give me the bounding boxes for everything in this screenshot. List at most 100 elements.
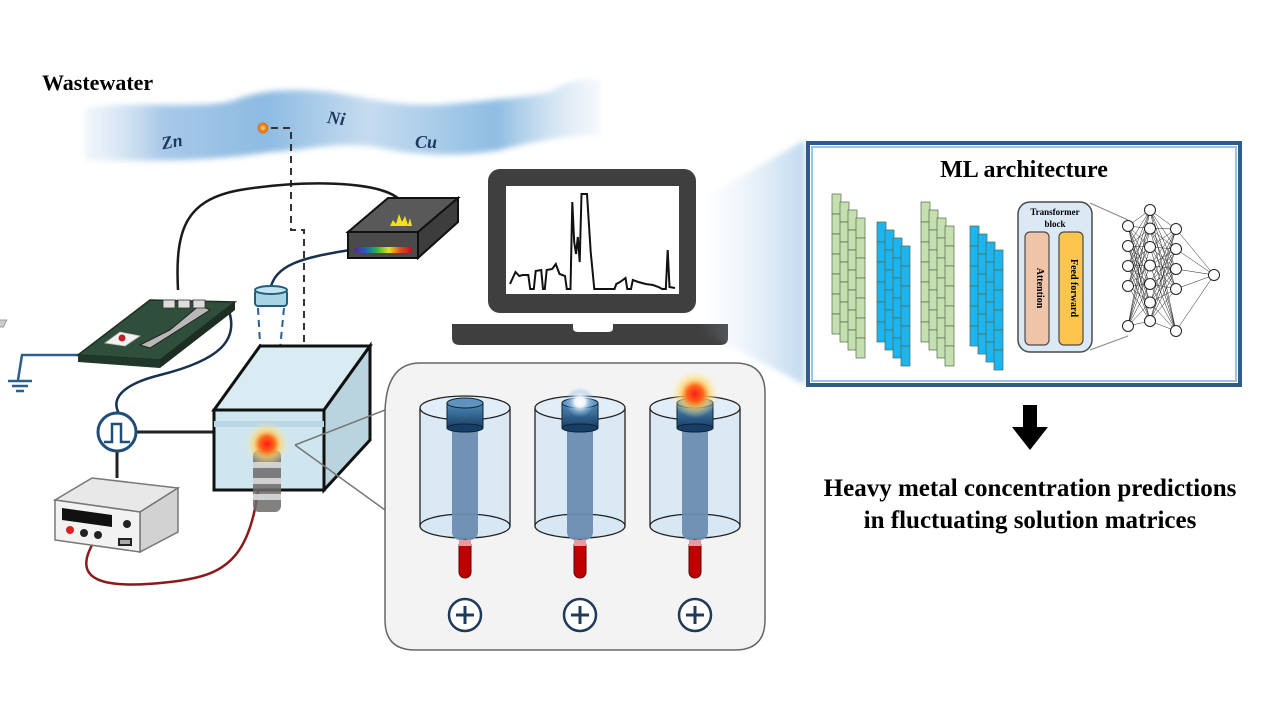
callout-line-top: [294, 409, 386, 446]
expand-line-top: [1089, 202, 1129, 221]
electrode-row: [419, 370, 741, 633]
expand-line-bottom: [1089, 335, 1129, 351]
nn-connection: [1149, 209, 1177, 270]
nn-connection: [1149, 246, 1177, 290]
feature-map-cell: [855, 217, 866, 239]
nn-node: [1122, 260, 1134, 272]
nn-connection: [1127, 209, 1151, 267]
nn-connection: [1149, 283, 1177, 332]
nn-connection: [1149, 268, 1177, 303]
nn-node: [1144, 241, 1156, 253]
down-arrow-icon: [1012, 405, 1048, 450]
feature-map-cell: [900, 305, 911, 327]
nn-node: [1170, 243, 1182, 255]
plasma-glow-icon: [245, 422, 289, 466]
nn-connection: [1127, 245, 1151, 322]
nn-connection: [1149, 228, 1177, 290]
laptop-base: [452, 324, 728, 345]
nn-connection: [1175, 228, 1215, 276]
nn-connection: [1149, 268, 1177, 322]
feature-map-cell: [855, 237, 866, 259]
nn-node: [1144, 278, 1156, 290]
positive-terminal-icon: [562, 597, 598, 633]
microcontroller-board: [0, 299, 238, 368]
callout-line-bottom: [294, 444, 386, 511]
ion-label-zn: Zn: [159, 130, 184, 154]
red-lead-wire: [85, 429, 264, 586]
feed-forward-label: Feed forward: [1068, 259, 1079, 317]
feature-map-cell: [993, 269, 1004, 291]
feature-map-cell: [900, 265, 911, 287]
feature-map-cell: [855, 317, 866, 339]
electrode-rod: [452, 410, 478, 540]
feature-map-cell: [900, 325, 911, 347]
feature-map-cell: [855, 257, 866, 279]
feature-map-cell: [993, 329, 1004, 351]
electrode-rod: [682, 410, 708, 540]
transformer-title-line1: Transformer: [1030, 207, 1079, 217]
transformer-block: Transformer block Attention Feed forward: [1017, 201, 1093, 353]
ml-panel-title: ML architecture: [940, 157, 1108, 183]
nn-connection: [1149, 302, 1177, 332]
feed-forward-block: [1058, 231, 1084, 346]
nn-connection: [1149, 246, 1177, 332]
conv-layer-stack: [920, 201, 955, 367]
nn-connection: [1127, 209, 1151, 287]
feature-map-cell: [944, 285, 955, 307]
nn-connection: [1127, 209, 1151, 247]
electrode-rod: [567, 410, 593, 540]
nn-connection: [1127, 225, 1151, 266]
feature-map-cell: [855, 277, 866, 299]
nn-connection: [1149, 248, 1177, 322]
spectrometer: [345, 195, 461, 261]
spectrum-peaks-icon: [390, 214, 412, 226]
data-flow-glow: [700, 140, 805, 385]
nn-node: [1170, 283, 1182, 295]
conv-layer-stack: [831, 193, 866, 359]
nn-node: [1208, 269, 1220, 281]
ion-particle-icon: [257, 122, 269, 134]
attention-block: [1024, 231, 1050, 346]
nn-node: [1170, 263, 1182, 275]
ion-label-ni: Ni: [325, 107, 347, 129]
nn-connection: [1175, 274, 1215, 332]
result-line-2: in fluctuating solution matrices: [864, 507, 1197, 534]
nn-connection: [1149, 265, 1177, 332]
positive-terminal-icon: [677, 597, 713, 633]
wastewater-label: Wastewater: [42, 70, 153, 95]
feature-map-cell: [944, 345, 955, 367]
nn-connection: [1149, 228, 1177, 270]
ml-architecture-panel: ML architecture Transformer block Attent…: [806, 141, 1242, 387]
feature-map-cell: [900, 285, 911, 307]
nn-node: [1144, 315, 1156, 327]
cable-fiber-spectrometer: [268, 248, 351, 291]
ion-label-cu: Cu: [415, 132, 437, 152]
electrode-orange-plasma: [649, 370, 741, 633]
nn-connection: [1127, 225, 1151, 285]
transformer-title-line2: block: [1044, 219, 1065, 229]
nn-connection: [1127, 245, 1151, 285]
nn-connection: [1127, 246, 1151, 327]
nn-connection: [1127, 228, 1151, 287]
nn-connection: [1149, 228, 1177, 266]
pulse-generator-icon: [96, 411, 138, 453]
spectrum-strip: [354, 247, 412, 253]
nn-node: [1144, 296, 1156, 309]
nn-node: [1122, 320, 1134, 332]
raspberry-logo-icon: [118, 334, 126, 342]
feature-map-cell: [944, 325, 955, 347]
sampling-path: [271, 127, 305, 370]
nn-node: [1122, 220, 1134, 232]
nn-connection: [1149, 209, 1177, 250]
feature-map-cell: [993, 289, 1004, 311]
nn-node: [1122, 280, 1134, 292]
nn-connection: [1127, 265, 1151, 303]
feature-map-cell: [900, 345, 911, 367]
feature-map-cell: [944, 225, 955, 247]
feature-map-cell: [900, 245, 911, 267]
nn-connection: [1175, 268, 1215, 276]
feature-map-cell: [993, 249, 1004, 271]
nn-connection: [1149, 248, 1177, 285]
feature-map-cell: [855, 297, 866, 319]
